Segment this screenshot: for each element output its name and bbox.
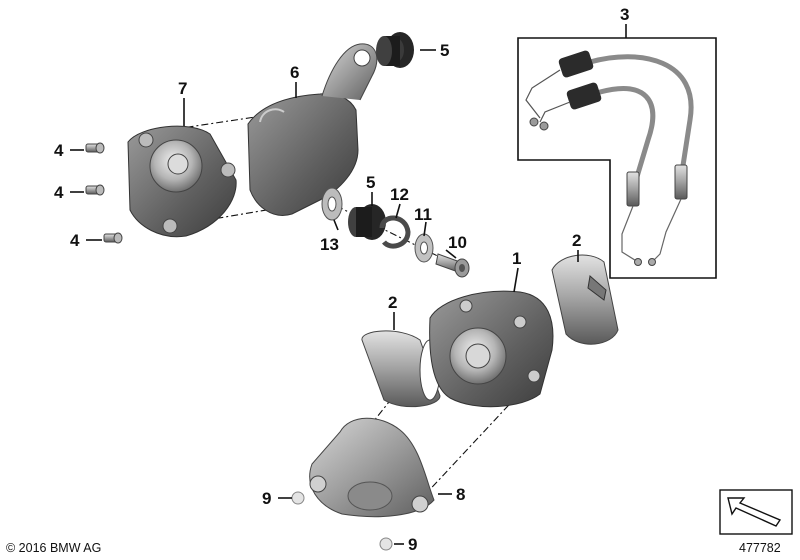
cable-connector-lower xyxy=(566,82,602,110)
cable-adjuster-lower xyxy=(626,171,640,207)
part-5-grommet-lower xyxy=(348,204,386,240)
part-1-throttle-body xyxy=(429,290,554,408)
callout-5-top: 5 xyxy=(440,41,449,60)
part-9-nut-left xyxy=(291,491,305,505)
callout-2-right: 2 xyxy=(572,231,581,250)
part-4-screw-bottom xyxy=(103,232,123,244)
callout-1: 1 xyxy=(512,249,521,268)
part-12-spring-clip xyxy=(379,215,411,249)
callout-labels: 1 2 2 3 4 4 4 5 5 6 7 8 9 9 10 11 12 13 xyxy=(54,5,629,554)
copyright-notice: © 2016 BMW AG xyxy=(6,541,102,555)
cable-wire-adjuster xyxy=(621,198,682,263)
cable-adjuster-upper xyxy=(674,164,688,200)
part-6-servo-motor xyxy=(247,43,378,216)
cable-end-upper xyxy=(529,117,539,127)
callout-12: 12 xyxy=(390,185,409,204)
part-9-nut-right xyxy=(379,537,393,551)
callout-9-left: 9 xyxy=(262,489,271,508)
callout-4-middle: 4 xyxy=(54,183,64,202)
cable-nipple-left xyxy=(634,258,642,266)
cable-end-lower xyxy=(539,121,549,131)
part-2-clamp-band-right xyxy=(551,254,619,345)
callout-9-bottom: 9 xyxy=(408,535,417,554)
callout-5-lower: 5 xyxy=(366,173,375,192)
part-7-actuator-housing xyxy=(127,125,237,238)
cable-wire-upper xyxy=(525,69,561,119)
inset-frame xyxy=(517,37,717,279)
callout-8: 8 xyxy=(456,485,465,504)
bowden-cable-inset xyxy=(517,37,717,279)
callout-13: 13 xyxy=(320,235,339,254)
part-2-clamp-band-left xyxy=(361,330,441,408)
part-11-washer xyxy=(414,233,434,263)
part-13-washer xyxy=(321,187,343,221)
cable-wire-lower xyxy=(539,101,571,123)
callout-4-bottom: 4 xyxy=(70,231,80,250)
cable-lower xyxy=(597,86,656,183)
callout-10: 10 xyxy=(448,233,467,252)
cable-connector-upper xyxy=(558,50,594,78)
callout-3: 3 xyxy=(620,5,629,24)
callout-6: 6 xyxy=(290,63,299,82)
part-10-hex-screw xyxy=(435,253,470,278)
arrow-icon xyxy=(727,497,782,527)
callout-4-top: 4 xyxy=(54,141,64,160)
reference-arrow-box xyxy=(719,489,793,535)
part-4-screw-middle xyxy=(85,184,105,196)
callout-11: 11 xyxy=(414,205,432,224)
cable-upper xyxy=(587,54,694,188)
callout-7: 7 xyxy=(178,79,187,98)
cable-nipple-right xyxy=(648,258,656,266)
part-5-grommet-upper xyxy=(376,32,414,68)
part-8-bracket-cover xyxy=(309,417,435,518)
diagram-number: 477782 xyxy=(739,541,781,555)
part-4-screw-top xyxy=(85,142,105,154)
callout-2-left: 2 xyxy=(388,293,397,312)
leader-lines xyxy=(70,24,627,545)
